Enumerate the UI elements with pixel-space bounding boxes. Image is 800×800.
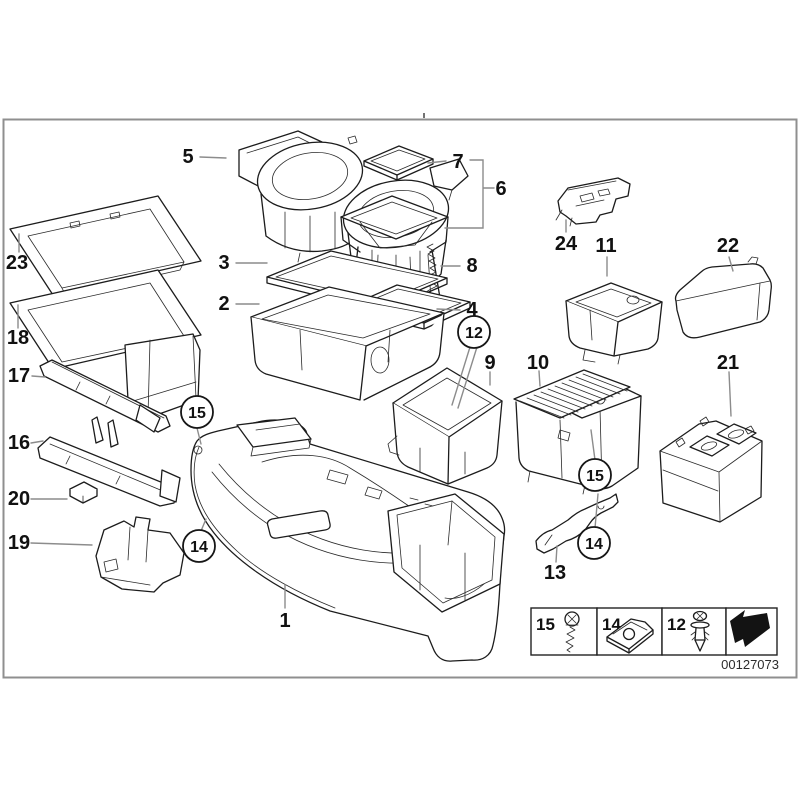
screw-icon	[564, 611, 580, 653]
direction-arrow-icon	[730, 610, 770, 647]
callout-11-label[interactable]: 11	[595, 235, 616, 257]
part-16-carrier-rail-drawing	[37, 416, 181, 507]
expanding-rivet-icon	[690, 610, 710, 652]
part-18-frame-box-drawing	[9, 269, 202, 419]
part-9-rear-box-drawing	[387, 367, 503, 485]
callout-12-label[interactable]: 12	[465, 325, 483, 342]
callout-17-label[interactable]: 17	[8, 365, 30, 387]
callouts: 5 7 6 8 3 2 4 9 23 18 17 16 20 19 1 13 2…	[6, 146, 739, 632]
callout-14-circled-a[interactable]: 14	[182, 529, 216, 563]
part-7-lid-drawing	[363, 145, 434, 181]
callout-22-label[interactable]: 22	[717, 235, 739, 257]
callout-2-label[interactable]: 2	[218, 293, 229, 315]
clip-nut-icon	[606, 618, 654, 654]
callout-15-label-a[interactable]: 15	[188, 405, 206, 422]
legend-cell-screw[interactable]	[530, 607, 598, 656]
callout-23-label[interactable]: 23	[6, 252, 28, 274]
callout-15-circled-a[interactable]: 15	[180, 395, 214, 429]
doc-number: 00127073	[721, 657, 779, 672]
callout-7-label[interactable]: 7	[452, 151, 463, 173]
legend-table: 15 14 12	[530, 607, 778, 656]
callout-19-label[interactable]: 19	[8, 532, 30, 554]
part-24-bracket-drawing	[555, 177, 631, 227]
callout-21-label[interactable]: 21	[717, 352, 739, 374]
callout-6-label[interactable]: 6	[495, 178, 506, 200]
part-21-switch-housing-drawing	[659, 416, 763, 523]
legend-screw-number: 15	[536, 615, 555, 634]
legend-rivet-number: 12	[667, 615, 686, 634]
callout-14-circled-b[interactable]: 14	[577, 526, 611, 560]
callout-10-label[interactable]: 10	[527, 352, 549, 374]
part-1-console-body-drawing	[190, 417, 506, 662]
part-11-insert-tray-drawing	[565, 282, 663, 365]
part-22-cover-shell-drawing	[674, 256, 772, 339]
part-2-storage-box-drawing	[250, 286, 445, 401]
callout-12-circled[interactable]: 12	[457, 315, 491, 349]
callout-15-circled-b[interactable]: 15	[578, 458, 612, 492]
callout-18-label[interactable]: 18	[7, 327, 29, 349]
callout-15-label-b[interactable]: 15	[586, 468, 604, 485]
callout-13-label[interactable]: 13	[544, 562, 566, 584]
callout-14-label-a[interactable]: 14	[190, 539, 208, 556]
part-13-metal-bracket-drawing	[535, 493, 619, 554]
callout-20-label[interactable]: 20	[8, 488, 30, 510]
callout-14-label-b[interactable]: 14	[585, 536, 603, 553]
callout-9-label[interactable]: 9	[484, 352, 495, 374]
callout-3-label[interactable]: 3	[218, 252, 229, 274]
part-17-trim-strip-drawing	[39, 359, 171, 433]
part-20-pad-drawing	[69, 481, 98, 504]
callout-16-label[interactable]: 16	[8, 432, 30, 454]
callout-5-label[interactable]: 5	[182, 146, 193, 168]
callout-8-label[interactable]: 8	[466, 255, 477, 277]
leader-lines	[17, 156, 734, 609]
part-8-spring-drawing	[425, 243, 438, 293]
callout-24-label[interactable]: 24	[555, 233, 578, 255]
part-19-bracket-cover-drawing	[95, 516, 185, 593]
callout-1-label[interactable]: 1	[279, 610, 290, 632]
part-10-armrest-box-drawing	[513, 369, 642, 495]
